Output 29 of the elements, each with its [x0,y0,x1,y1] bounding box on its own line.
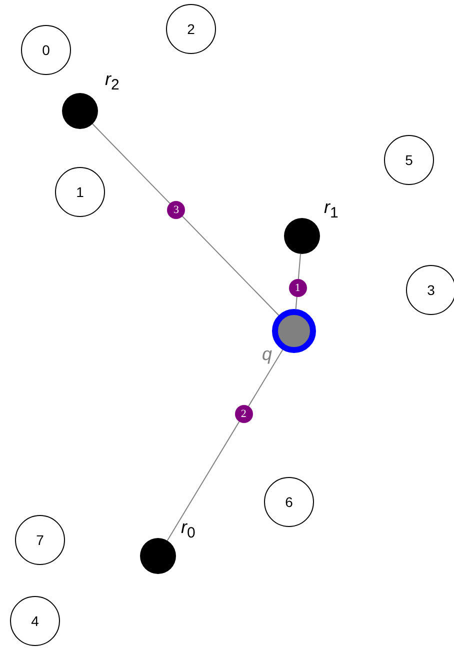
node-number: 3 [427,282,435,298]
node-number: 1 [76,184,84,200]
connector-line [92,123,280,316]
node-number: 4 [31,613,39,629]
node-number: 6 [285,494,293,510]
numbered-circle [384,135,434,185]
numbered-circle [55,167,105,217]
node-number: 0 [42,42,50,58]
point-dot [62,93,98,129]
node-number: 5 [405,152,413,168]
edge-label: 3 [167,201,186,219]
edge-label: 1 [288,279,307,298]
node-number: 7 [36,532,44,548]
numbered-circle [21,25,71,75]
point-label: r$_{1}$ [324,198,338,221]
numbered-circle [166,4,216,54]
point-label: r$_{0}$ [181,518,196,541]
point-label: q [262,345,272,363]
numbered-circle [264,477,314,527]
point-dot [140,538,176,574]
point-label: r$_{2}$ [105,70,120,93]
numbered-circle [15,515,65,565]
node-number: 2 [187,21,195,37]
point-dot [284,218,320,254]
numbered-circle [406,265,454,315]
numbered-circle [10,596,60,646]
edge-label: 2 [234,405,253,424]
connector-line [166,349,284,542]
query-point [272,309,316,353]
